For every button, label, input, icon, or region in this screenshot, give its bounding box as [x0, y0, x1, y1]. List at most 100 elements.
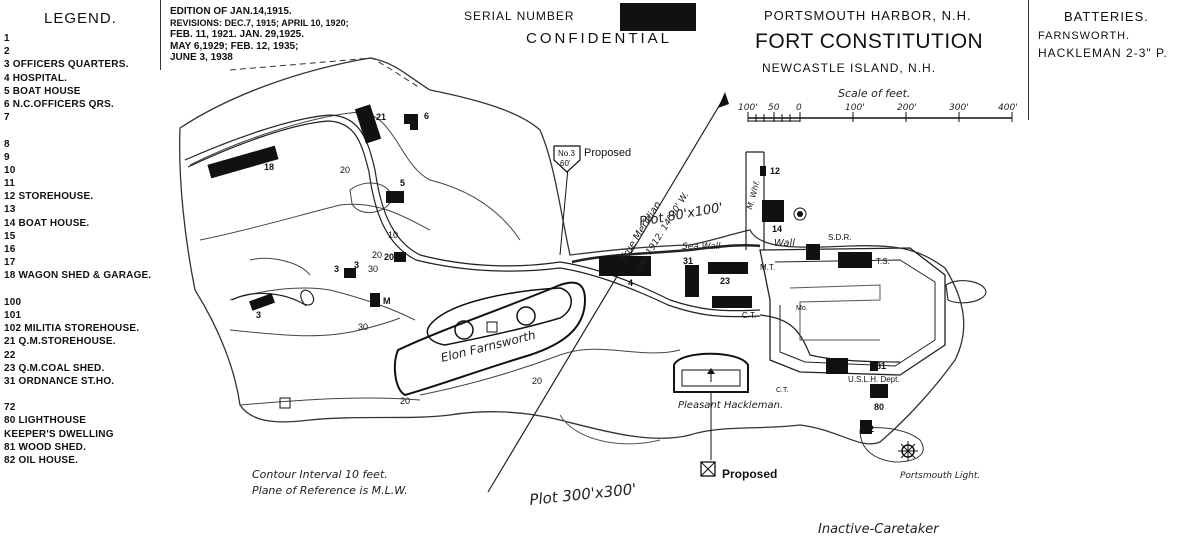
building-number: M — [383, 296, 391, 306]
scale-bar: Scale of feet. 100' 50 0 100' 200' 300' … — [738, 87, 1018, 122]
building — [404, 114, 418, 124]
scale-tick: 0 — [796, 103, 802, 113]
meridian-line — [487, 95, 726, 493]
legend-item: 22 — [4, 349, 16, 361]
road — [231, 289, 315, 307]
contour-line — [189, 111, 521, 241]
fort-inner — [774, 259, 936, 367]
building-number: 18 — [264, 162, 274, 172]
building-number: 14 — [772, 224, 782, 234]
legend-item: 12 STOREHOUSE. — [4, 191, 94, 203]
building — [762, 200, 784, 222]
plot-label: Plot 300'x300' — [529, 480, 638, 509]
road — [187, 120, 761, 318]
status-label: Inactive-Caretaker — [818, 522, 940, 537]
contour-line — [199, 203, 431, 241]
building-number: 23 — [720, 276, 730, 286]
ts-label: T.S. — [876, 257, 890, 266]
no3-marker: No.3 60' — [553, 145, 581, 173]
contour-line — [229, 317, 401, 337]
legend-item: 6 N.C.OFFICERS QRS. — [4, 98, 114, 110]
building-number: 3 — [354, 260, 359, 270]
contour-label: 20 — [372, 250, 382, 260]
contours — [189, 111, 681, 406]
legend-item: 82 OIL HOUSE. — [4, 455, 79, 466]
building-number: 5 — [400, 178, 405, 188]
legend-title: LEGEND. — [44, 10, 117, 27]
building — [760, 166, 766, 176]
classification: CONFIDENTIAL — [526, 30, 673, 47]
legend-item: KEEPER'S DWELLING — [4, 428, 114, 440]
batteries-title: BATTERIES. — [1064, 9, 1149, 24]
tank — [797, 211, 803, 217]
contour-note: Contour Interval 10 feet. — [252, 468, 388, 481]
legend-item: 17 — [4, 257, 16, 269]
building — [870, 361, 878, 371]
no3-number: No.3 — [558, 149, 575, 158]
edition-block: EDITION OF JAN.14,1915. REVISIONS: DEC.7… — [170, 6, 349, 64]
legend-item: 15 — [4, 230, 16, 242]
fort-outline — [759, 247, 946, 376]
edition-line: JUNE 3, 1938 — [170, 52, 233, 63]
building — [708, 262, 748, 274]
scale-tick: 100' — [738, 103, 758, 113]
building-number: 80 — [874, 402, 884, 412]
legend-item: 8 — [4, 138, 10, 150]
battery-parapet — [393, 281, 587, 397]
building-number: 12 — [770, 166, 780, 176]
legend-item: 18 WAGON SHED & GARAGE. — [4, 270, 152, 282]
building — [410, 120, 418, 130]
contour-note: Plane of Reference is M.L.W. — [252, 484, 408, 497]
building — [826, 358, 848, 374]
legend-item: 7 — [4, 112, 10, 124]
building — [344, 268, 356, 278]
ct-label: C.T. — [742, 311, 756, 320]
hackleman-label: Pleasant Hackleman. — [678, 400, 783, 411]
uslh-label: U.S.L.H. Dept. — [848, 375, 900, 384]
contour-label: 20 — [532, 376, 542, 386]
building-number: 20 — [384, 252, 394, 262]
building-number: 31 — [683, 256, 693, 266]
legend-item: 13 — [4, 204, 16, 216]
legend-item: 3 OFFICERS QUARTERS. — [4, 59, 129, 71]
sdr-label: S.D.R. — [828, 233, 852, 242]
legend-item: 1 — [4, 33, 10, 44]
meridian-arrow — [718, 92, 729, 108]
building — [249, 293, 275, 311]
proposed-label: Proposed — [722, 467, 777, 481]
legend-item: 23 Q.M.COAL SHED. — [4, 362, 105, 374]
roads — [184, 114, 901, 363]
legend-item: 21 Q.M.STOREHOUSE. — [4, 336, 116, 348]
legend-item: 2 — [4, 46, 10, 58]
legend-item: 100 — [4, 296, 22, 308]
building-number: 21 — [376, 112, 386, 122]
outbuilding — [370, 293, 380, 307]
building — [599, 256, 651, 276]
battery-emplacement — [426, 287, 572, 346]
legend-item: 11 — [4, 178, 15, 190]
building-number: 102 — [826, 362, 841, 372]
serial-label: SERIAL NUMBER — [464, 9, 575, 23]
building — [860, 420, 872, 434]
sea-wall-label: Sea Wall — [682, 242, 721, 252]
contour-label: 30 — [368, 264, 378, 274]
contour-line — [229, 287, 416, 321]
buildings — [207, 104, 888, 434]
outbuilding — [279, 397, 291, 409]
battery-line: HACKLEMAN 2-3" P. — [1038, 46, 1168, 60]
edition-line: REVISIONS: DEC.7, 1915; APRIL 10, 1920; — [170, 17, 349, 28]
scale-tick: 200' — [897, 103, 917, 113]
contour-line — [419, 348, 681, 396]
lighthouse-symbol — [859, 427, 924, 463]
contour-line — [239, 397, 421, 406]
battery-magazine — [486, 321, 498, 333]
wall-label: Wall — [774, 238, 795, 249]
property-boundary — [229, 57, 421, 89]
gun-position — [454, 320, 474, 340]
contour-label: 30 — [358, 322, 368, 332]
ct-label: C.T. — [776, 387, 789, 394]
battery-line: FARNSWORTH. — [1038, 30, 1131, 42]
wharf-label: M. Whf. — [745, 179, 762, 210]
